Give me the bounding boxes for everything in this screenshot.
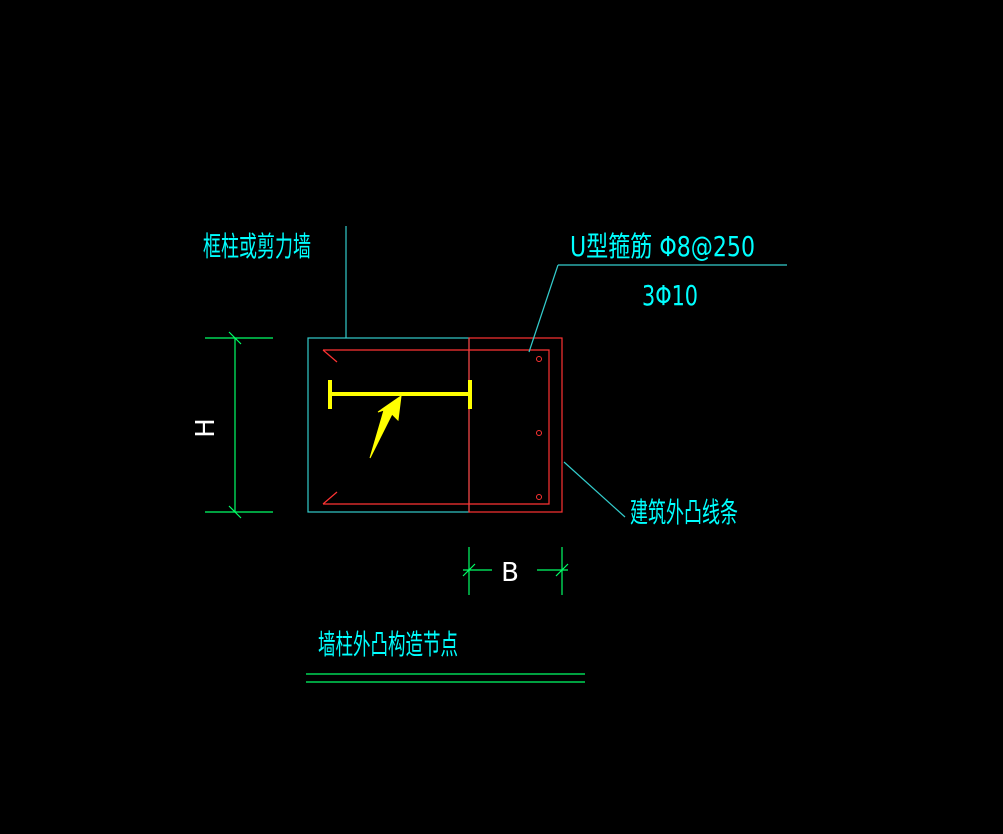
title-label: 墙柱外凸构造节点 (318, 628, 458, 661)
dim-h-label: H (191, 418, 221, 438)
stirrup-leader-diagonal (528, 264, 559, 353)
projection-outline (468, 337, 563, 513)
dim-b-tick-left (462, 563, 476, 577)
column-wall-label: 框柱或剪力墙 (203, 230, 311, 263)
dim-b-label: B (501, 558, 519, 588)
stirrup-hook-bottom (322, 491, 338, 505)
stirrup-hook-top (322, 349, 338, 363)
cursor-arrow-icon (369, 394, 402, 459)
rebar-dot-top (536, 356, 542, 362)
dim-h-tick-top (228, 331, 242, 345)
stirrup-label: U型箍筋 Φ8@250 (570, 230, 755, 263)
projection-label: 建筑外凸线条 (630, 496, 738, 529)
column-wall-outline (307, 337, 470, 513)
dim-b-tick-right (555, 563, 569, 577)
rebar-dot-bottom (536, 494, 542, 500)
projection-leader (563, 461, 626, 518)
dim-h-tick-bottom (228, 505, 242, 519)
rebar-dot-middle (536, 430, 542, 436)
longitudinal-bar-label: 3Φ10 (642, 279, 698, 312)
u-stirrup (323, 349, 550, 505)
